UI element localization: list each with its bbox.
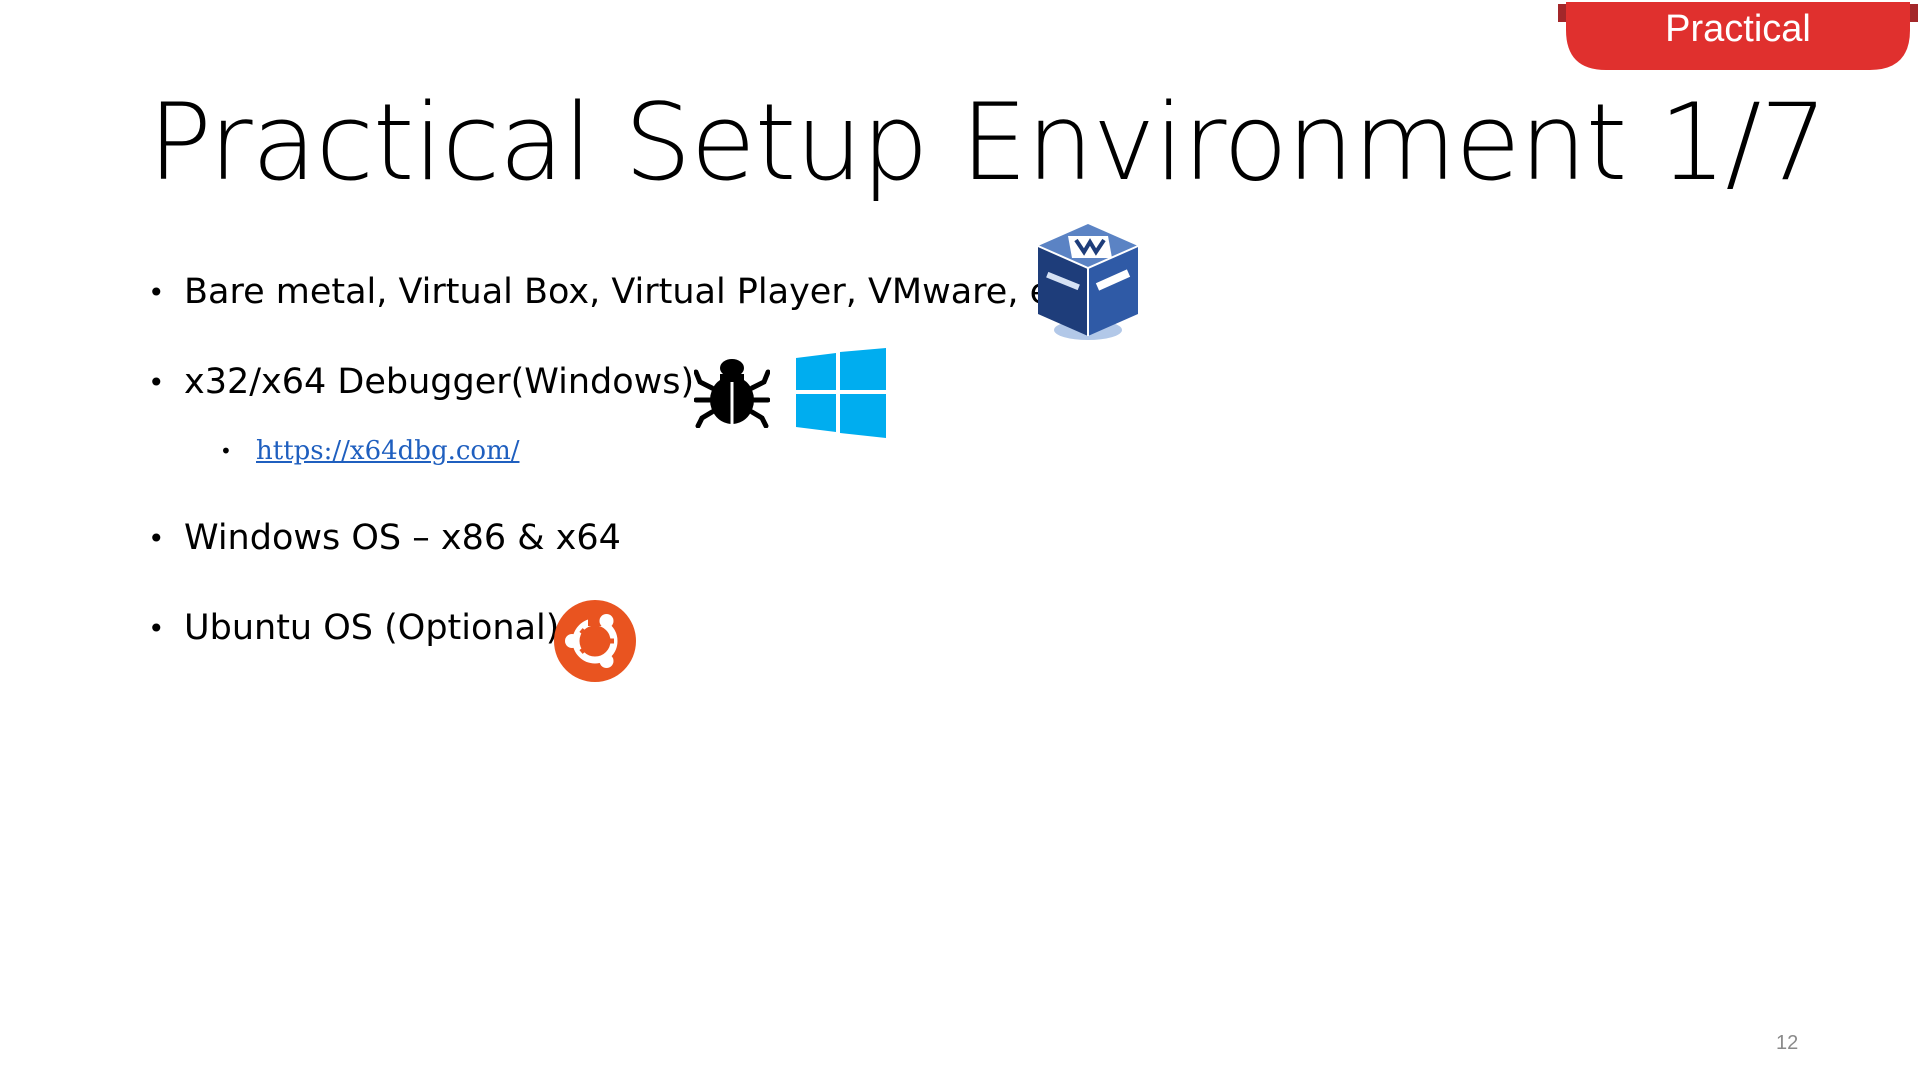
- virtualbox-icon: [1030, 218, 1152, 350]
- tag-shape: [1558, 2, 1918, 70]
- windows-logo-icon: [796, 348, 886, 442]
- bullet-windows-os: • Windows OS – x86 & x64: [148, 518, 621, 558]
- bullet-dot: •: [148, 611, 165, 645]
- practical-tag: Practical: [1558, 0, 1918, 74]
- sub-bullet-x64dbg: • https://x64dbg.com/: [220, 436, 519, 466]
- bullet-dot: •: [148, 521, 165, 555]
- bullet-text: Bare metal, Virtual Box, Virtual Player,…: [184, 272, 1096, 312]
- page-title: Practical Setup Environment 1/7: [148, 81, 1828, 204]
- bullet-virtualization: • Bare metal, Virtual Box, Virtual Playe…: [148, 272, 1095, 312]
- bullet-dot: •: [148, 365, 165, 399]
- ubuntu-logo-icon: [554, 600, 636, 686]
- bullet-text: Ubuntu OS (Optional): [184, 608, 560, 648]
- bullet-text: Windows OS – x86 & x64: [184, 518, 621, 558]
- bullet-debugger: • x32/x64 Debugger(Windows): [148, 362, 694, 402]
- page-number: 12: [1776, 1032, 1799, 1054]
- bug-icon: [693, 356, 771, 432]
- tag-label: Practical: [1665, 8, 1811, 50]
- bullet-text: x32/x64 Debugger(Windows): [184, 362, 695, 402]
- bullet-ubuntu-os: • Ubuntu OS (Optional): [148, 608, 559, 648]
- sub-bullet-dot: •: [220, 439, 232, 463]
- bullet-dot: •: [148, 275, 165, 309]
- x64dbg-link[interactable]: https://x64dbg.com/: [256, 436, 520, 466]
